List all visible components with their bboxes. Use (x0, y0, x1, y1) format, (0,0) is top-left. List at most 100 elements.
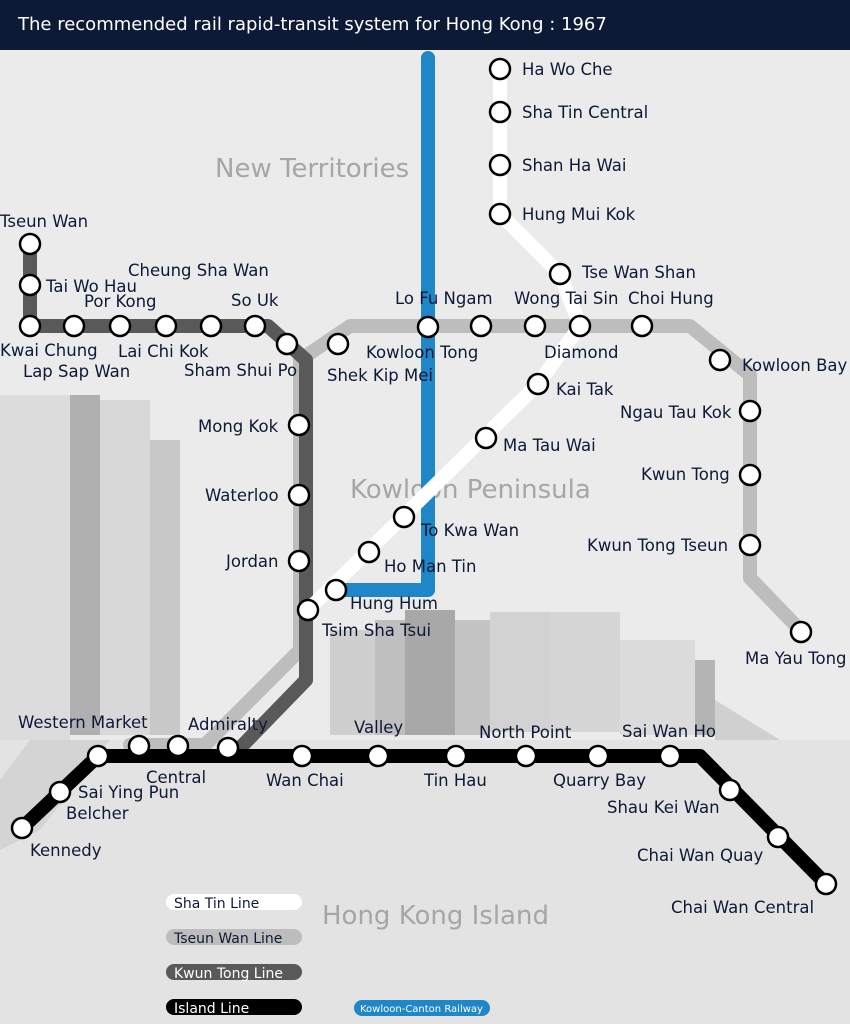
station-label: Ngau Tau Kok (620, 403, 732, 422)
legend-swatch-kwun-tong (166, 964, 302, 980)
station-cheung-sha-wan[interactable] (199, 314, 223, 338)
station-sha-tin-central[interactable] (488, 100, 512, 124)
station-label: Choi Hung (628, 289, 714, 308)
station-wong-tai-sin[interactable] (523, 314, 547, 338)
station-label: Ha Wo Che (522, 60, 613, 79)
map-title: The recommended rail rapid-transit syste… (0, 0, 850, 50)
legend-label-kowloon-canton-railway: Kowloon-Canton Railway (360, 1004, 483, 1015)
legend-label-kwun-tong: Kwun Tong Line (174, 966, 283, 982)
station-to-kwa-wan[interactable] (392, 505, 416, 529)
legend-swatch-tseun-wan (166, 929, 302, 945)
station-label: Central (146, 768, 206, 787)
station-jordan[interactable] (287, 549, 311, 573)
station-kowloon-tong[interactable] (416, 315, 440, 339)
station-lap-sap-wan[interactable] (62, 314, 86, 338)
station-kwun-tong[interactable] (738, 463, 762, 487)
station-label: Tsim Sha Tsui (321, 621, 431, 640)
station-label: Tse Wan Shan (581, 263, 696, 282)
station-north-point[interactable] (514, 744, 538, 768)
station-kowloon-bay[interactable] (708, 348, 732, 372)
station-sai-wan-ho[interactable] (658, 744, 682, 768)
station-label: Tai Wo Hau (45, 277, 137, 296)
station-tai-wo-hau[interactable] (18, 273, 42, 297)
station-label: So Uk (231, 291, 279, 310)
station-chai-wan-quay[interactable] (766, 825, 790, 849)
station-sham-shui-po[interactable] (275, 332, 299, 356)
station-kai-tak[interactable] (526, 372, 550, 396)
station-label: Kwai Chung (0, 341, 98, 360)
stations (10, 57, 838, 896)
legend: Sha Tin Line Tseun Wan Line Kwun Tong Li… (166, 894, 490, 1017)
station-shau-kei-wan[interactable] (718, 778, 742, 802)
station-label: Hung Hum (350, 594, 438, 613)
station-tin-hau[interactable] (444, 744, 468, 768)
station-label: Kennedy (30, 841, 102, 860)
station-label: Chai Wan Central (671, 898, 814, 917)
station-tsim-sha-tsui[interactable] (296, 598, 320, 622)
legend-label-sha-tin: Sha Tin Line (174, 896, 259, 912)
station-hung-mui-kok[interactable] (488, 202, 512, 226)
station-label: Admiralty (188, 715, 268, 734)
station-label: Quarry Bay (553, 771, 646, 790)
station-label: Wong Tai Sin (514, 289, 618, 308)
station-por-kong[interactable] (108, 314, 132, 338)
station-chai-wan-central[interactable] (814, 872, 838, 896)
station-ngau-tau-kok[interactable] (738, 399, 762, 423)
station-tseun-wan[interactable] (18, 232, 42, 256)
station-waterloo[interactable] (287, 483, 311, 507)
station-label: Hung Mui Kok (522, 205, 636, 224)
station-label: Ho Man Tin (384, 557, 476, 576)
station-labels: Ha Wo Che Sha Tin Central Shan Ha Wai Hu… (0, 60, 847, 917)
station-shek-kip-mei[interactable] (326, 332, 350, 356)
station-diamond[interactable] (568, 314, 592, 338)
station-lo-fu-ngam[interactable] (469, 314, 493, 338)
station-quarry-bay[interactable] (586, 744, 610, 768)
station-shan-ha-wai[interactable] (488, 153, 512, 177)
station-label: To Kwa Wan (420, 521, 519, 540)
station-valley[interactable] (366, 744, 390, 768)
station-label: Valley (354, 718, 403, 737)
region-label-new-territories: New Territories (215, 154, 409, 184)
station-lai-chi-kok[interactable] (154, 314, 178, 338)
line-kowloon-canton-railway (329, 51, 435, 597)
station-label: Diamond (544, 343, 619, 362)
station-label: Waterloo (205, 486, 279, 505)
station-label: Lai Chi Kok (118, 342, 209, 361)
station-label: Wan Chai (266, 771, 344, 790)
station-central[interactable] (166, 734, 190, 758)
station-label: Shau Kei Wan (607, 798, 720, 817)
station-western-market[interactable] (127, 734, 151, 758)
station-label: Sai Ying Pun (78, 783, 179, 802)
station-tse-wan-shan[interactable] (548, 262, 572, 286)
station-admiralty[interactable] (216, 736, 240, 760)
station-label: Belcher (66, 804, 129, 823)
legend-swatch-island (166, 999, 302, 1015)
station-hung-hum[interactable] (324, 578, 348, 602)
station-kwun-tong-tseun[interactable] (738, 533, 762, 557)
station-label: Tseun Wan (0, 212, 88, 231)
station-mong-kok[interactable] (287, 413, 311, 437)
station-ha-wo-che[interactable] (488, 57, 512, 81)
station-belcher[interactable] (48, 780, 72, 804)
station-wan-chai[interactable] (290, 744, 314, 768)
station-choi-hung[interactable] (630, 314, 654, 338)
station-label: Ma Tau Wai (503, 436, 596, 455)
legend-label-island: Island Line (174, 1001, 249, 1017)
station-ma-tau-wai[interactable] (474, 426, 498, 450)
station-ma-yau-tong[interactable] (789, 620, 813, 644)
station-sai-ying-pun[interactable] (86, 744, 110, 768)
station-so-uk[interactable] (243, 314, 267, 338)
station-ho-man-tin[interactable] (357, 540, 381, 564)
station-label: Kwun Tong Tseun (587, 536, 728, 555)
station-label: Por Kong (84, 292, 157, 311)
station-kennedy[interactable] (10, 816, 34, 840)
station-label: Sha Tin Central (522, 103, 648, 122)
station-kwai-chung[interactable] (18, 314, 42, 338)
station-label: Kwun Tong (641, 465, 730, 484)
station-label: Cheung Sha Wan (128, 261, 269, 280)
region-label-kowloon-peninsula: Kowloon Peninsula (350, 475, 591, 505)
line-tseun-wan (123, 319, 807, 752)
station-label: Sham Shui Po (184, 361, 297, 380)
